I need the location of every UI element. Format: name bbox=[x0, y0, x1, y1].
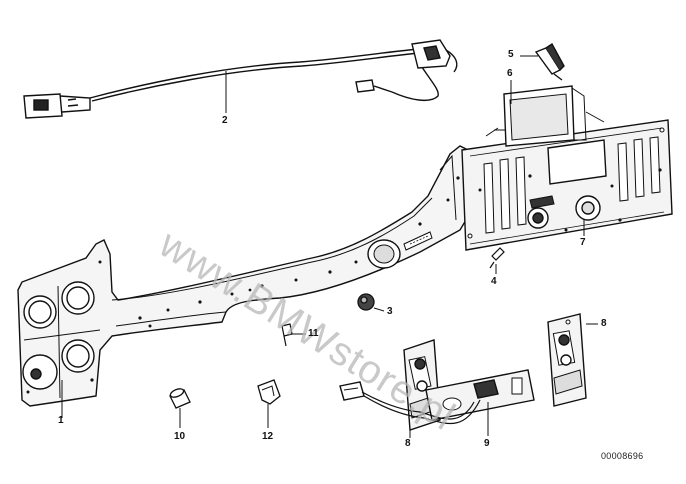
callout-9: 9 bbox=[484, 438, 490, 449]
cap bbox=[169, 388, 191, 409]
callout-4: 4 bbox=[491, 276, 497, 287]
callout-1: 1 bbox=[58, 415, 64, 426]
callout-2: 2 bbox=[222, 115, 228, 126]
callout-7: 7 bbox=[580, 237, 586, 248]
callout-12: 12 bbox=[262, 431, 274, 442]
centre-console-panel bbox=[461, 119, 673, 251]
callout-6: 6 bbox=[507, 68, 513, 79]
bulb-holder bbox=[534, 42, 565, 81]
switch-plate-right bbox=[547, 313, 587, 407]
knob bbox=[357, 293, 375, 311]
callout-8a: 8 bbox=[405, 438, 411, 449]
diagram-id: 00008696 bbox=[601, 451, 644, 461]
clip bbox=[257, 379, 281, 405]
display-module bbox=[485, 85, 605, 147]
wiring-harness bbox=[23, 39, 458, 119]
callout-11: 11 bbox=[308, 328, 319, 339]
callout-3: 3 bbox=[387, 306, 393, 317]
screw bbox=[489, 247, 505, 269]
callout-8b: 8 bbox=[601, 318, 607, 329]
switch-unit bbox=[339, 369, 535, 425]
callout-10: 10 bbox=[174, 431, 186, 442]
dashboard-trim bbox=[17, 145, 471, 407]
callout-5: 5 bbox=[508, 49, 514, 60]
leader-3 bbox=[373, 307, 385, 312]
